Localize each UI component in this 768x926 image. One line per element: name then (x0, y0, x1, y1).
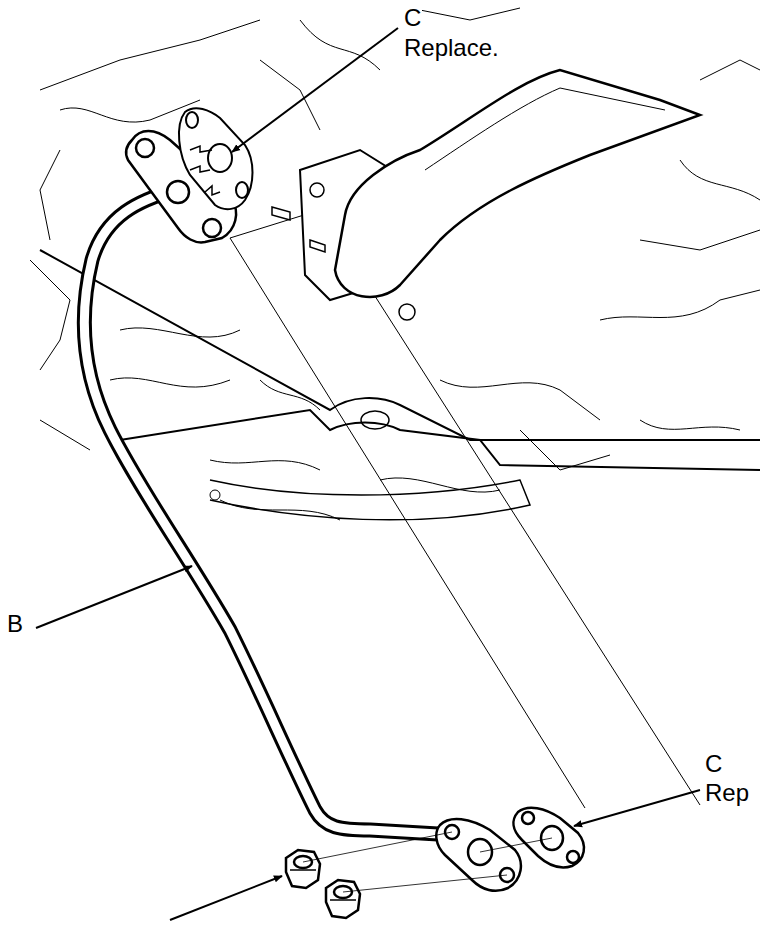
pipe-b (85, 190, 455, 835)
leader-arrow (36, 28, 700, 920)
note-text: Replace. (403, 36, 500, 60)
gasket (513, 808, 583, 868)
callout-letter: C (403, 6, 422, 30)
alignment-line (303, 832, 552, 892)
gasket (179, 108, 253, 209)
pipe-flange (436, 819, 521, 891)
exhaust-pipe (272, 70, 700, 320)
callout-letter: B (6, 612, 24, 636)
callout-letter: C (704, 752, 723, 776)
engine-background (30, 8, 760, 520)
note-text: Rep (704, 781, 750, 805)
flange-nut (286, 850, 360, 918)
